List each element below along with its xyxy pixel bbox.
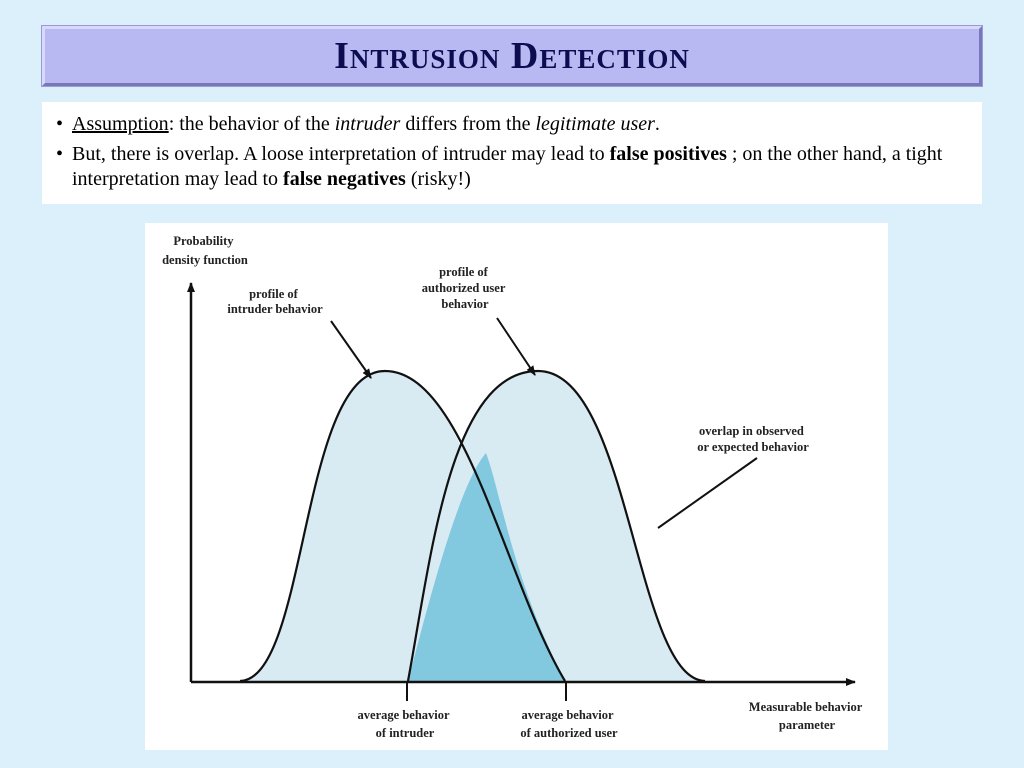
overlap-label: overlap in observed or expected behavior <box>697 424 809 454</box>
intruder-callout-arrow <box>330 320 372 379</box>
overlap-region <box>408 453 565 681</box>
bullet-assumption: • Assumption: the behavior of the intrud… <box>56 112 966 137</box>
bullet-overlap: • But, there is overlap. A loose interpr… <box>56 142 966 192</box>
bullet-text: differs from the <box>400 113 536 135</box>
legitimate-user-term: legitimate user <box>535 113 655 135</box>
bullet-text: . <box>654 113 660 135</box>
x-axis-label: Measurable behavior parameter <box>749 700 865 732</box>
intruder-term: intruder <box>334 113 401 135</box>
bullet-text: ; on the other hand, a tight interpretat… <box>72 143 943 190</box>
bullet-list: • Assumption: the behavior of the intrud… <box>42 102 982 204</box>
bullet-dot: • <box>56 143 64 165</box>
false-positives-term: false positives <box>609 143 727 165</box>
user-curve <box>406 369 706 683</box>
intruder-curve <box>239 369 566 683</box>
overlap-callout-line <box>657 457 758 529</box>
bullet-text: But, there is overlap. A loose interpret… <box>72 143 610 165</box>
user-profile-label: profile of authorized user behavior <box>422 265 509 311</box>
bullet-dot: • <box>56 113 64 135</box>
assumption-term: Assumption <box>72 113 169 135</box>
user-mean-label: average behavior of authorized user <box>520 708 618 740</box>
title-bar: Intrusion Detection <box>42 26 982 86</box>
slide-title: Intrusion Detection <box>334 35 690 77</box>
intruder-mean-label: average behavior of intruder <box>358 708 453 740</box>
bullet-text: : the behavior of the <box>168 113 335 135</box>
pdf-overlap-diagram: Probability density function profile of … <box>162 234 865 740</box>
bullet-text: (risky!) <box>405 168 471 190</box>
user-callout-arrow <box>496 317 536 376</box>
y-axis-label: Probability density function <box>162 234 248 267</box>
diagram-panel: Probability density function profile of … <box>145 223 888 750</box>
false-negatives-term: false negatives <box>283 168 406 190</box>
intruder-profile-label: profile of intruder behavior <box>227 287 323 316</box>
